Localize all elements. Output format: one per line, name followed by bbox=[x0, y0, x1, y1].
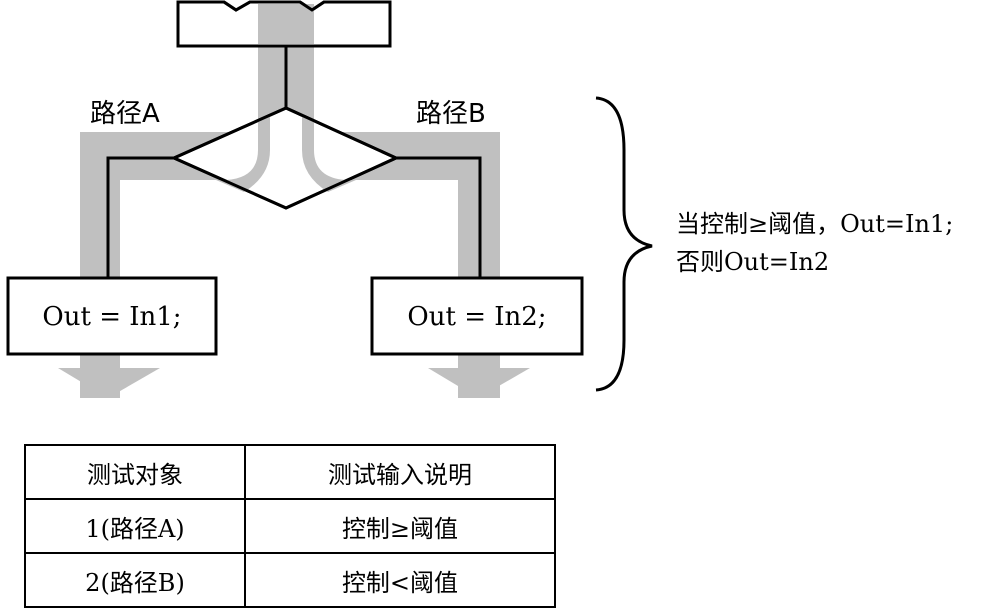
table-cell: 2(路径B) bbox=[24, 552, 246, 608]
path-a-arrow bbox=[58, 368, 160, 398]
box-left-text: Out = In1; bbox=[42, 302, 181, 332]
table-cell: 1(路径A) bbox=[24, 498, 246, 554]
action-box-right bbox=[370, 276, 584, 356]
connector-lines bbox=[106, 46, 482, 278]
table-cell: 控制<阈值 bbox=[244, 552, 556, 608]
table-cell: 控制≥阈值 bbox=[244, 498, 556, 554]
path-b-label: 路径B bbox=[416, 99, 486, 129]
path-a-label: 路径A bbox=[90, 99, 160, 129]
test-case-table: 测试对象 测试输入说明 1(路径A) 控制≥阈值 2(路径B) 控制<阈值 bbox=[24, 444, 556, 608]
action-box-left bbox=[6, 276, 218, 356]
upstream-block-path bbox=[258, 4, 314, 44]
table-header-row: 测试对象 测试输入说明 bbox=[24, 444, 556, 500]
right-brace bbox=[595, 96, 653, 392]
table-row: 1(路径A) 控制≥阈值 bbox=[24, 498, 556, 554]
note-line-1: 当控制≥阈值，Out=In1; bbox=[676, 210, 954, 238]
note-line-2: 否则Out=In2 bbox=[676, 248, 830, 276]
header-test-object: 测试对象 bbox=[24, 444, 246, 500]
box-right-text: Out = In2; bbox=[407, 302, 546, 332]
header-test-input: 测试输入说明 bbox=[244, 444, 556, 500]
decision-diamond bbox=[170, 106, 400, 210]
diamond-path-a bbox=[216, 114, 270, 192]
diamond-path-b bbox=[302, 114, 356, 192]
table-row: 2(路径B) 控制<阈值 bbox=[24, 552, 556, 608]
path-b-arrow bbox=[428, 368, 530, 398]
